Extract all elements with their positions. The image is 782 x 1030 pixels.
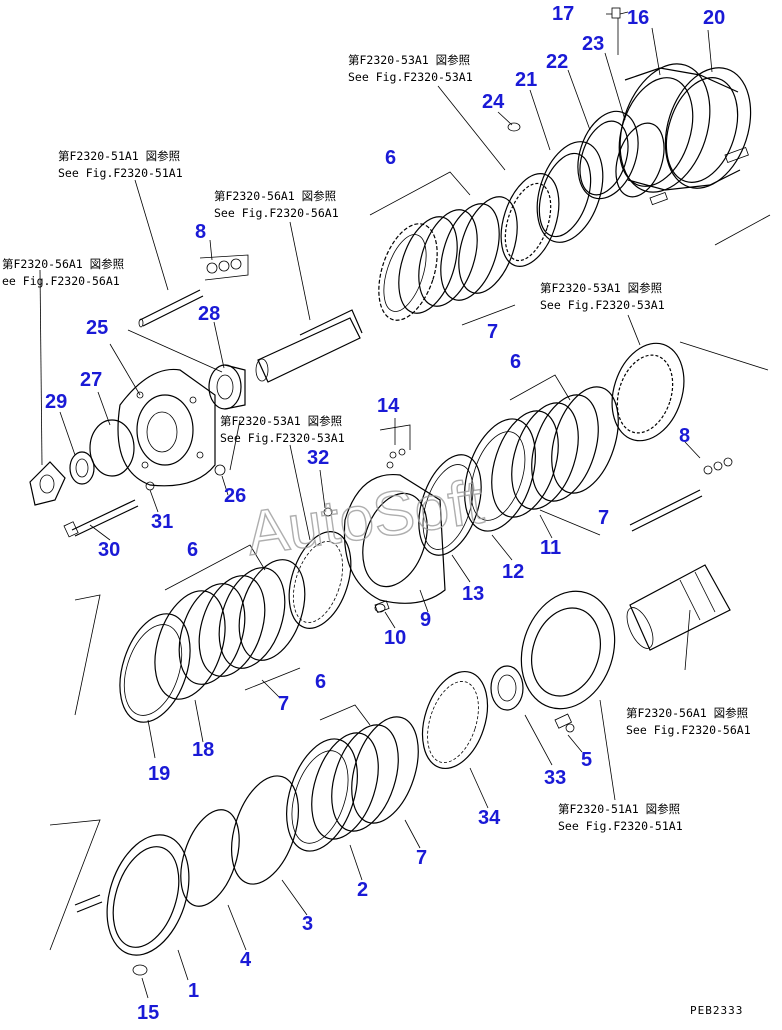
callout-12: 12 bbox=[502, 561, 524, 583]
reference-jp: 第F2320-53A1 図参照 bbox=[220, 414, 342, 428]
callout-7: 7 bbox=[416, 847, 427, 869]
callout-6: 6 bbox=[315, 671, 326, 693]
callout-15: 15 bbox=[137, 1002, 159, 1024]
reference-jp: 第F2320-51A1 図参照 bbox=[58, 149, 180, 163]
bearing-33 bbox=[490, 665, 524, 711]
callout-11: 11 bbox=[540, 537, 561, 559]
ring-gear-right bbox=[611, 341, 769, 532]
cover-plate-25 bbox=[117, 329, 223, 487]
callout-24: 24 bbox=[482, 91, 505, 113]
reference-en: See Fig.F2320-51A1 bbox=[58, 166, 183, 180]
small-fasteners bbox=[374, 7, 621, 729]
callout-16: 16 bbox=[627, 7, 649, 29]
callout-28: 28 bbox=[198, 303, 220, 325]
callout-22: 22 bbox=[546, 51, 568, 73]
ring-13 bbox=[418, 454, 482, 556]
callout-10: 10 bbox=[384, 627, 406, 649]
clutch-housing-top bbox=[618, 63, 771, 246]
reference-en: ee Fig.F2320-56A1 bbox=[2, 274, 120, 288]
reference-jp: 第F2320-56A1 図参照 bbox=[214, 189, 336, 203]
drawing-code: PEB2333 bbox=[690, 1004, 743, 1017]
callout-25: 25 bbox=[86, 317, 108, 339]
callout-27: 27 bbox=[80, 369, 102, 391]
callout-23: 23 bbox=[582, 33, 604, 55]
callout-7: 7 bbox=[278, 693, 289, 715]
callout-6: 6 bbox=[187, 539, 198, 561]
ring-34 bbox=[421, 670, 489, 770]
callout-8: 8 bbox=[195, 221, 206, 243]
callout-34: 34 bbox=[478, 807, 501, 829]
callout-26: 26 bbox=[224, 485, 246, 507]
reference-en: See Fig.F2320-53A1 bbox=[220, 431, 345, 445]
callout-6: 6 bbox=[385, 147, 396, 169]
carrier-9 bbox=[343, 424, 446, 614]
reference-notes: 第F2320-53A1 図参照 See Fig.F2320-53A1 第F232… bbox=[2, 53, 751, 833]
watermark-text: AutoSoft bbox=[242, 467, 487, 568]
callout-29: 29 bbox=[45, 391, 67, 413]
callout-1: 1 bbox=[188, 980, 199, 1002]
callout-21: 21 bbox=[515, 69, 537, 91]
ring-22-23 bbox=[577, 110, 665, 200]
shaft-pin-upper bbox=[138, 289, 204, 328]
reference-jp: 第F2320-51A1 図参照 bbox=[558, 802, 680, 816]
part-drawings bbox=[29, 7, 771, 976]
ring-gear-32 bbox=[288, 507, 352, 629]
bolts-8-upper bbox=[199, 254, 249, 281]
callout-13: 13 bbox=[462, 583, 484, 605]
callout-3: 3 bbox=[302, 913, 313, 935]
disc-pack-lower-left bbox=[74, 544, 306, 723]
disc-pack-middle bbox=[464, 374, 619, 536]
disc-pack-upper bbox=[369, 171, 518, 326]
callout-33: 33 bbox=[544, 767, 566, 789]
splined-shaft-right bbox=[626, 564, 731, 651]
callout-19: 19 bbox=[148, 763, 170, 785]
gear-28 bbox=[208, 364, 246, 410]
reference-en: See Fig.F2320-53A1 bbox=[540, 298, 665, 312]
disc-pack-lower bbox=[286, 704, 419, 852]
ring-gear-upper bbox=[500, 173, 560, 267]
splined-shaft-upper bbox=[255, 309, 363, 383]
callout-6: 6 bbox=[510, 351, 521, 373]
reference-jp: 第F2320-53A1 図参照 bbox=[540, 281, 662, 295]
reference-jp: 第F2320-56A1 図参照 bbox=[626, 706, 748, 720]
reference-en: See Fig.F2320-53A1 bbox=[348, 70, 473, 84]
piston-housing-1 bbox=[49, 819, 190, 976]
callout-5: 5 bbox=[581, 749, 592, 771]
callout-8: 8 bbox=[679, 425, 690, 447]
callout-20: 20 bbox=[703, 7, 725, 29]
callout-31: 31 bbox=[151, 511, 173, 533]
callout-7: 7 bbox=[487, 321, 498, 343]
callout-32: 32 bbox=[307, 447, 329, 469]
seal-rings-3-4 bbox=[180, 775, 299, 907]
piston-21 bbox=[536, 141, 604, 243]
callout-14: 14 bbox=[377, 395, 400, 417]
reference-en: See Fig.F2320-51A1 bbox=[558, 819, 683, 833]
callout-9: 9 bbox=[420, 609, 431, 631]
callout-4: 4 bbox=[240, 949, 252, 971]
reference-jp: 第F2320-56A1 図参照 bbox=[2, 257, 124, 271]
large-gear-lower bbox=[520, 590, 616, 733]
reference-en: See Fig.F2320-56A1 bbox=[626, 723, 751, 737]
reference-en: See Fig.F2320-56A1 bbox=[214, 206, 339, 220]
callout-18: 18 bbox=[192, 739, 214, 761]
leader-lines bbox=[39, 11, 713, 999]
seal-bearing-group bbox=[29, 419, 226, 506]
callout-17: 17 bbox=[552, 3, 574, 25]
long-bolt-30 bbox=[63, 499, 139, 538]
callout-2: 2 bbox=[357, 879, 368, 901]
reference-jp: 第F2320-53A1 図参照 bbox=[348, 53, 470, 67]
callout-numbers: 17 16 20 23 22 21 24 6 8 28 7 25 27 6 29… bbox=[45, 3, 725, 1024]
callout-7: 7 bbox=[598, 507, 609, 529]
callout-30: 30 bbox=[98, 539, 120, 561]
